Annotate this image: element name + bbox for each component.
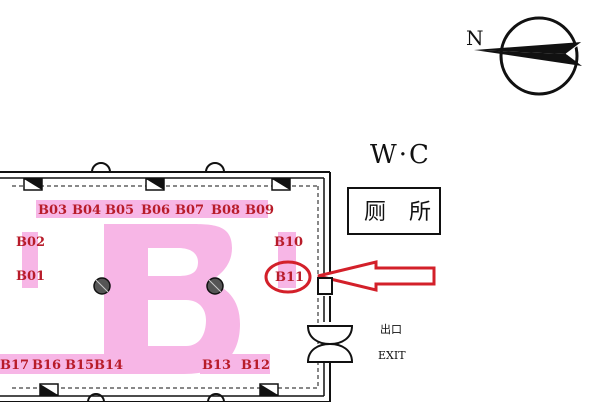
- booth-b12[interactable]: B12: [241, 358, 270, 373]
- hydrant-markers: [23, 178, 291, 396]
- exit-label-en: EXIT: [378, 349, 406, 362]
- restroom-code: W·C: [370, 140, 431, 170]
- booth-b09[interactable]: B09: [245, 203, 274, 218]
- restroom-box: [347, 187, 441, 235]
- side-door: [317, 277, 333, 295]
- wall-bumps: [87, 162, 225, 402]
- compass: N: [466, 16, 583, 96]
- booth-b05[interactable]: B05: [105, 203, 134, 218]
- pointer-arrow-icon: [317, 260, 436, 292]
- booth-b06[interactable]: B06: [141, 203, 170, 218]
- highlight-circle: [264, 260, 312, 294]
- booth-b07[interactable]: B07: [175, 203, 204, 218]
- compass-needle-upper: [474, 42, 582, 54]
- booth-b13[interactable]: B13: [202, 358, 231, 373]
- booth-b08[interactable]: B08: [211, 203, 240, 218]
- booth-b11[interactable]: B11: [275, 270, 304, 285]
- north-label: N: [466, 26, 484, 50]
- compass-needle-lower: [474, 50, 582, 66]
- compass-circle: [499, 16, 579, 96]
- exit-door-icon: [306, 325, 354, 363]
- booth-b16[interactable]: B16: [32, 358, 61, 373]
- booth-fills: [0, 200, 296, 374]
- booth-b17[interactable]: B17: [0, 358, 29, 373]
- restroom-name: 厕 所: [364, 200, 439, 225]
- booth-labels: B03 B04 B05 B06 B07 B08 B09 B02 B01 B10 …: [0, 203, 304, 373]
- booth-b15[interactable]: B15: [65, 358, 94, 373]
- booth-b02[interactable]: B02: [16, 235, 45, 250]
- booth-b14[interactable]: B14: [94, 358, 123, 373]
- booth-b03[interactable]: B03: [38, 203, 67, 218]
- hall-letter-b: [104, 224, 240, 374]
- booth-b01[interactable]: B01: [16, 269, 45, 284]
- booth-b04[interactable]: B04: [72, 203, 101, 218]
- exit-label-cn: 出口: [380, 322, 402, 336]
- columns: [93, 277, 224, 295]
- booth-b10[interactable]: B10: [274, 235, 303, 250]
